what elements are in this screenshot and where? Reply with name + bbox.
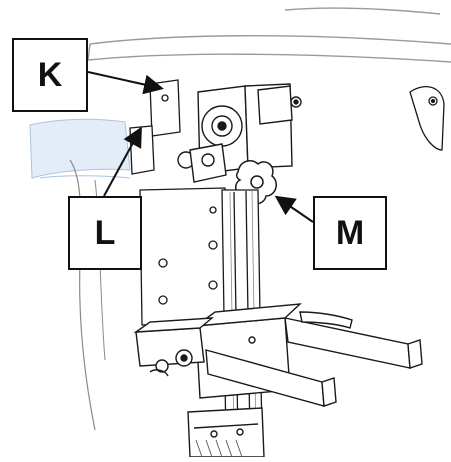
leader-arrows — [87, 71, 314, 223]
callout-m-label: M — [335, 213, 365, 252]
back-plate — [139, 187, 233, 326]
housing-outline — [87, 7, 451, 63]
bottom-actuator — [187, 407, 265, 458]
mount-block-k — [129, 79, 181, 175]
clamp-knob-left — [177, 143, 227, 183]
arrow-l — [103, 126, 142, 197]
callout-l-label: L — [94, 213, 116, 252]
callout-k-label: K — [37, 55, 63, 94]
left-arm — [133, 317, 215, 377]
callout-k: K — [12, 38, 88, 112]
horizontal-bar-upper — [284, 311, 423, 369]
left-background-part — [29, 118, 131, 431]
callout-l: L — [68, 196, 142, 270]
horizontal-bar-lower — [205, 349, 337, 407]
arrow-k — [87, 71, 164, 95]
right-bracket — [409, 86, 445, 151]
callout-m: M — [313, 196, 387, 270]
arrow-m — [274, 195, 314, 223]
